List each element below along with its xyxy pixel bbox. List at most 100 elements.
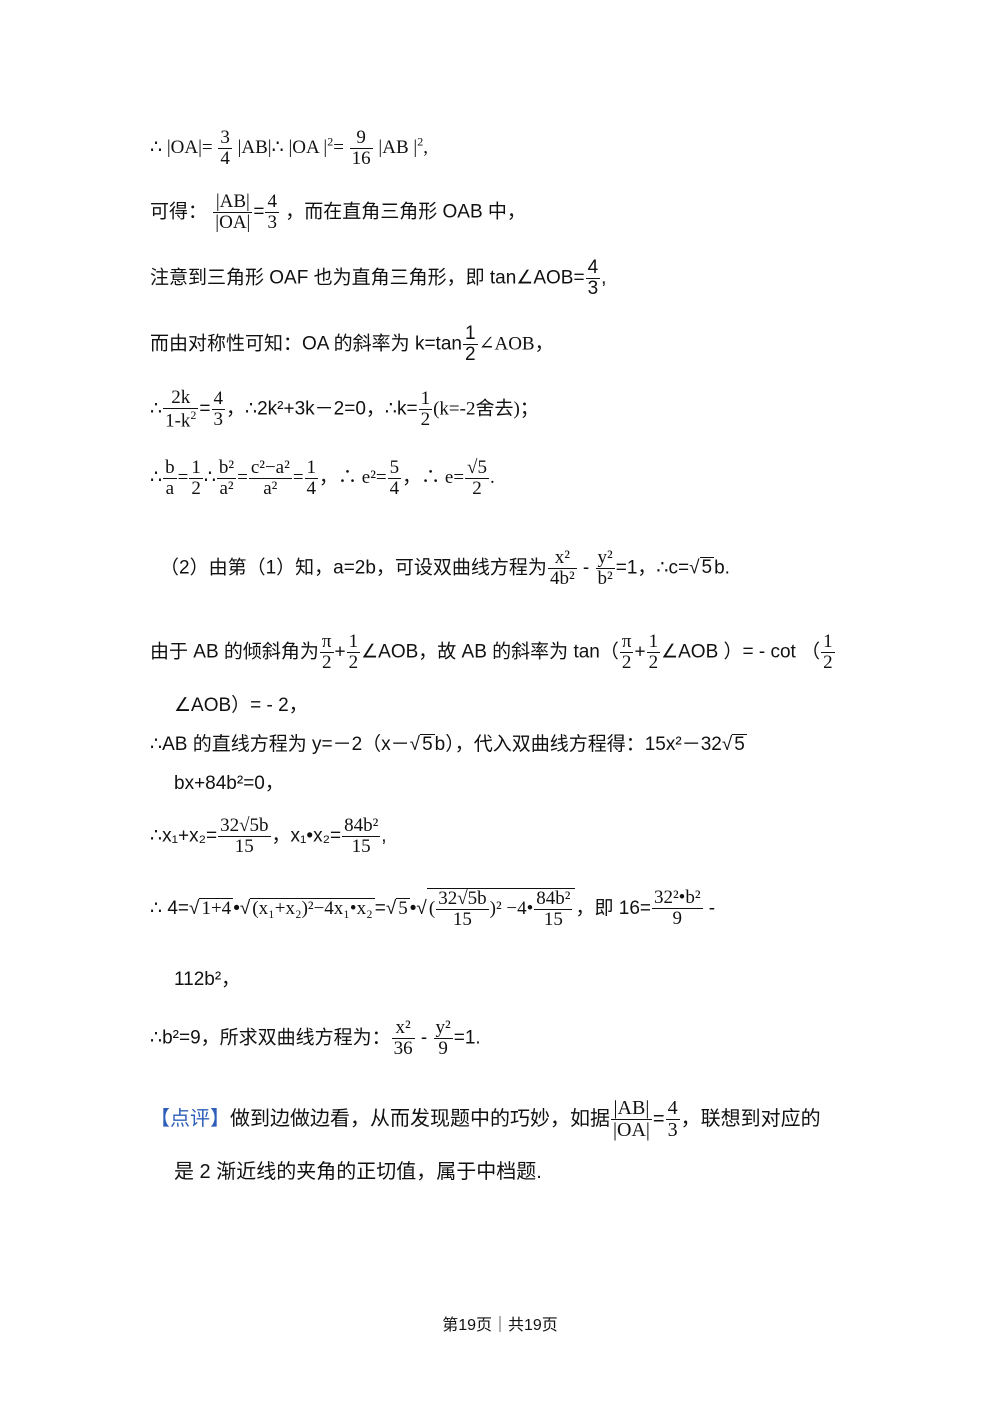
text: =	[237, 466, 248, 488]
text: )² −4•	[489, 897, 534, 919]
numerator: 1	[462, 323, 478, 345]
denominator: |OA|	[215, 211, 251, 233]
denominator: 2	[420, 409, 431, 431]
text: ∴	[150, 466, 163, 488]
numerator: 84b²	[342, 815, 381, 837]
sqrt-symbol: √	[385, 897, 397, 919]
numerator: π	[619, 631, 634, 653]
numerator: π	[319, 631, 334, 653]
text: ∠AOB，	[478, 333, 554, 355]
text: 由于 AB 的倾斜角为	[150, 641, 319, 663]
text: 做到边做边看，从而发现题中的巧妙，如据	[230, 1107, 610, 1130]
text: =	[652, 1107, 665, 1130]
numerator: x²	[391, 1018, 415, 1039]
numerator: 4	[211, 388, 226, 411]
sqrt-symbol: √	[416, 897, 427, 919]
bullet-operator: •	[233, 897, 240, 919]
numerator: 1	[418, 388, 433, 411]
radicand: 1+4	[199, 897, 234, 919]
sqrt-symbol: √	[409, 734, 421, 755]
denominator: 3	[587, 277, 599, 299]
denominator: 3	[267, 211, 277, 233]
text: ∴	[150, 398, 163, 420]
exponent: 2	[327, 134, 334, 149]
denominator: 15	[543, 908, 563, 930]
denominator: 16	[351, 147, 371, 169]
denominator: 3	[213, 409, 224, 431]
sqrt-symbol: √	[189, 897, 200, 919]
numerator: x²	[547, 548, 577, 569]
denominator: 2	[472, 477, 482, 499]
text: ,	[601, 267, 607, 289]
text: -	[577, 557, 595, 579]
sqrt-symbol: √	[239, 897, 251, 919]
sqrt-symbol: √	[721, 734, 733, 755]
text: ，即 16=	[575, 897, 651, 919]
denominator: 9	[438, 1037, 448, 1059]
numerator: 4	[585, 257, 601, 279]
denominator: a²	[263, 477, 278, 499]
numerator: 1	[821, 631, 835, 653]
denominator: 9	[672, 908, 683, 930]
text: =	[374, 897, 386, 919]
text: +	[634, 641, 646, 663]
denominator: 15	[351, 835, 371, 857]
denominator: 2	[191, 477, 201, 499]
line-11: bx+84b²=0，	[174, 774, 284, 793]
denominator: 2	[321, 651, 332, 673]
text: bx+84b²=0，	[174, 773, 284, 794]
text: b.	[714, 557, 730, 579]
text: 112b²，	[174, 969, 241, 990]
text: -	[703, 897, 716, 919]
numerator: 5	[387, 457, 402, 479]
numerator: 2k	[163, 388, 199, 409]
denominator: 15	[234, 835, 254, 857]
radicand: 5	[732, 734, 747, 755]
numerator: 1	[346, 631, 361, 653]
denominator: 4	[389, 477, 400, 499]
text: |OA|=	[166, 136, 213, 158]
text: ，联想到对应的	[680, 1107, 821, 1130]
text: |AB|∴ |OA |	[237, 136, 328, 158]
denominator: 1-k2	[163, 409, 198, 431]
line-14: 112b²，	[174, 970, 240, 989]
denominator: 36	[393, 1037, 413, 1059]
text: ∴x₁+x₂=	[150, 825, 218, 847]
text: +	[334, 641, 346, 663]
numerator: 84b²	[534, 888, 573, 910]
text: ∴	[203, 466, 216, 488]
text: （2）由第（1）知，a=2b，可设双曲线方程为	[160, 557, 547, 579]
numerator: b²	[216, 457, 237, 479]
text: b），代入双曲线方程得：15x²－32	[434, 734, 722, 755]
numerator: y²	[595, 547, 615, 569]
numerator: 32²•b²	[651, 887, 703, 910]
denominator: 2	[823, 651, 833, 673]
denominator: 2	[464, 343, 476, 365]
text: 可得：	[150, 201, 208, 223]
numerator: c²−a²	[248, 457, 292, 479]
numerator: 3	[218, 127, 232, 149]
text: ∴b²=9，所求双曲线方程为：	[150, 1027, 391, 1049]
denominator: 3	[667, 1119, 678, 1141]
page-footer: 第19页｜共19页	[442, 1317, 558, 1334]
numerator: 1	[189, 457, 203, 479]
denominator: 2	[621, 651, 632, 673]
text: 而由对称性可知：OA 的斜率为 k=tan	[150, 333, 462, 355]
